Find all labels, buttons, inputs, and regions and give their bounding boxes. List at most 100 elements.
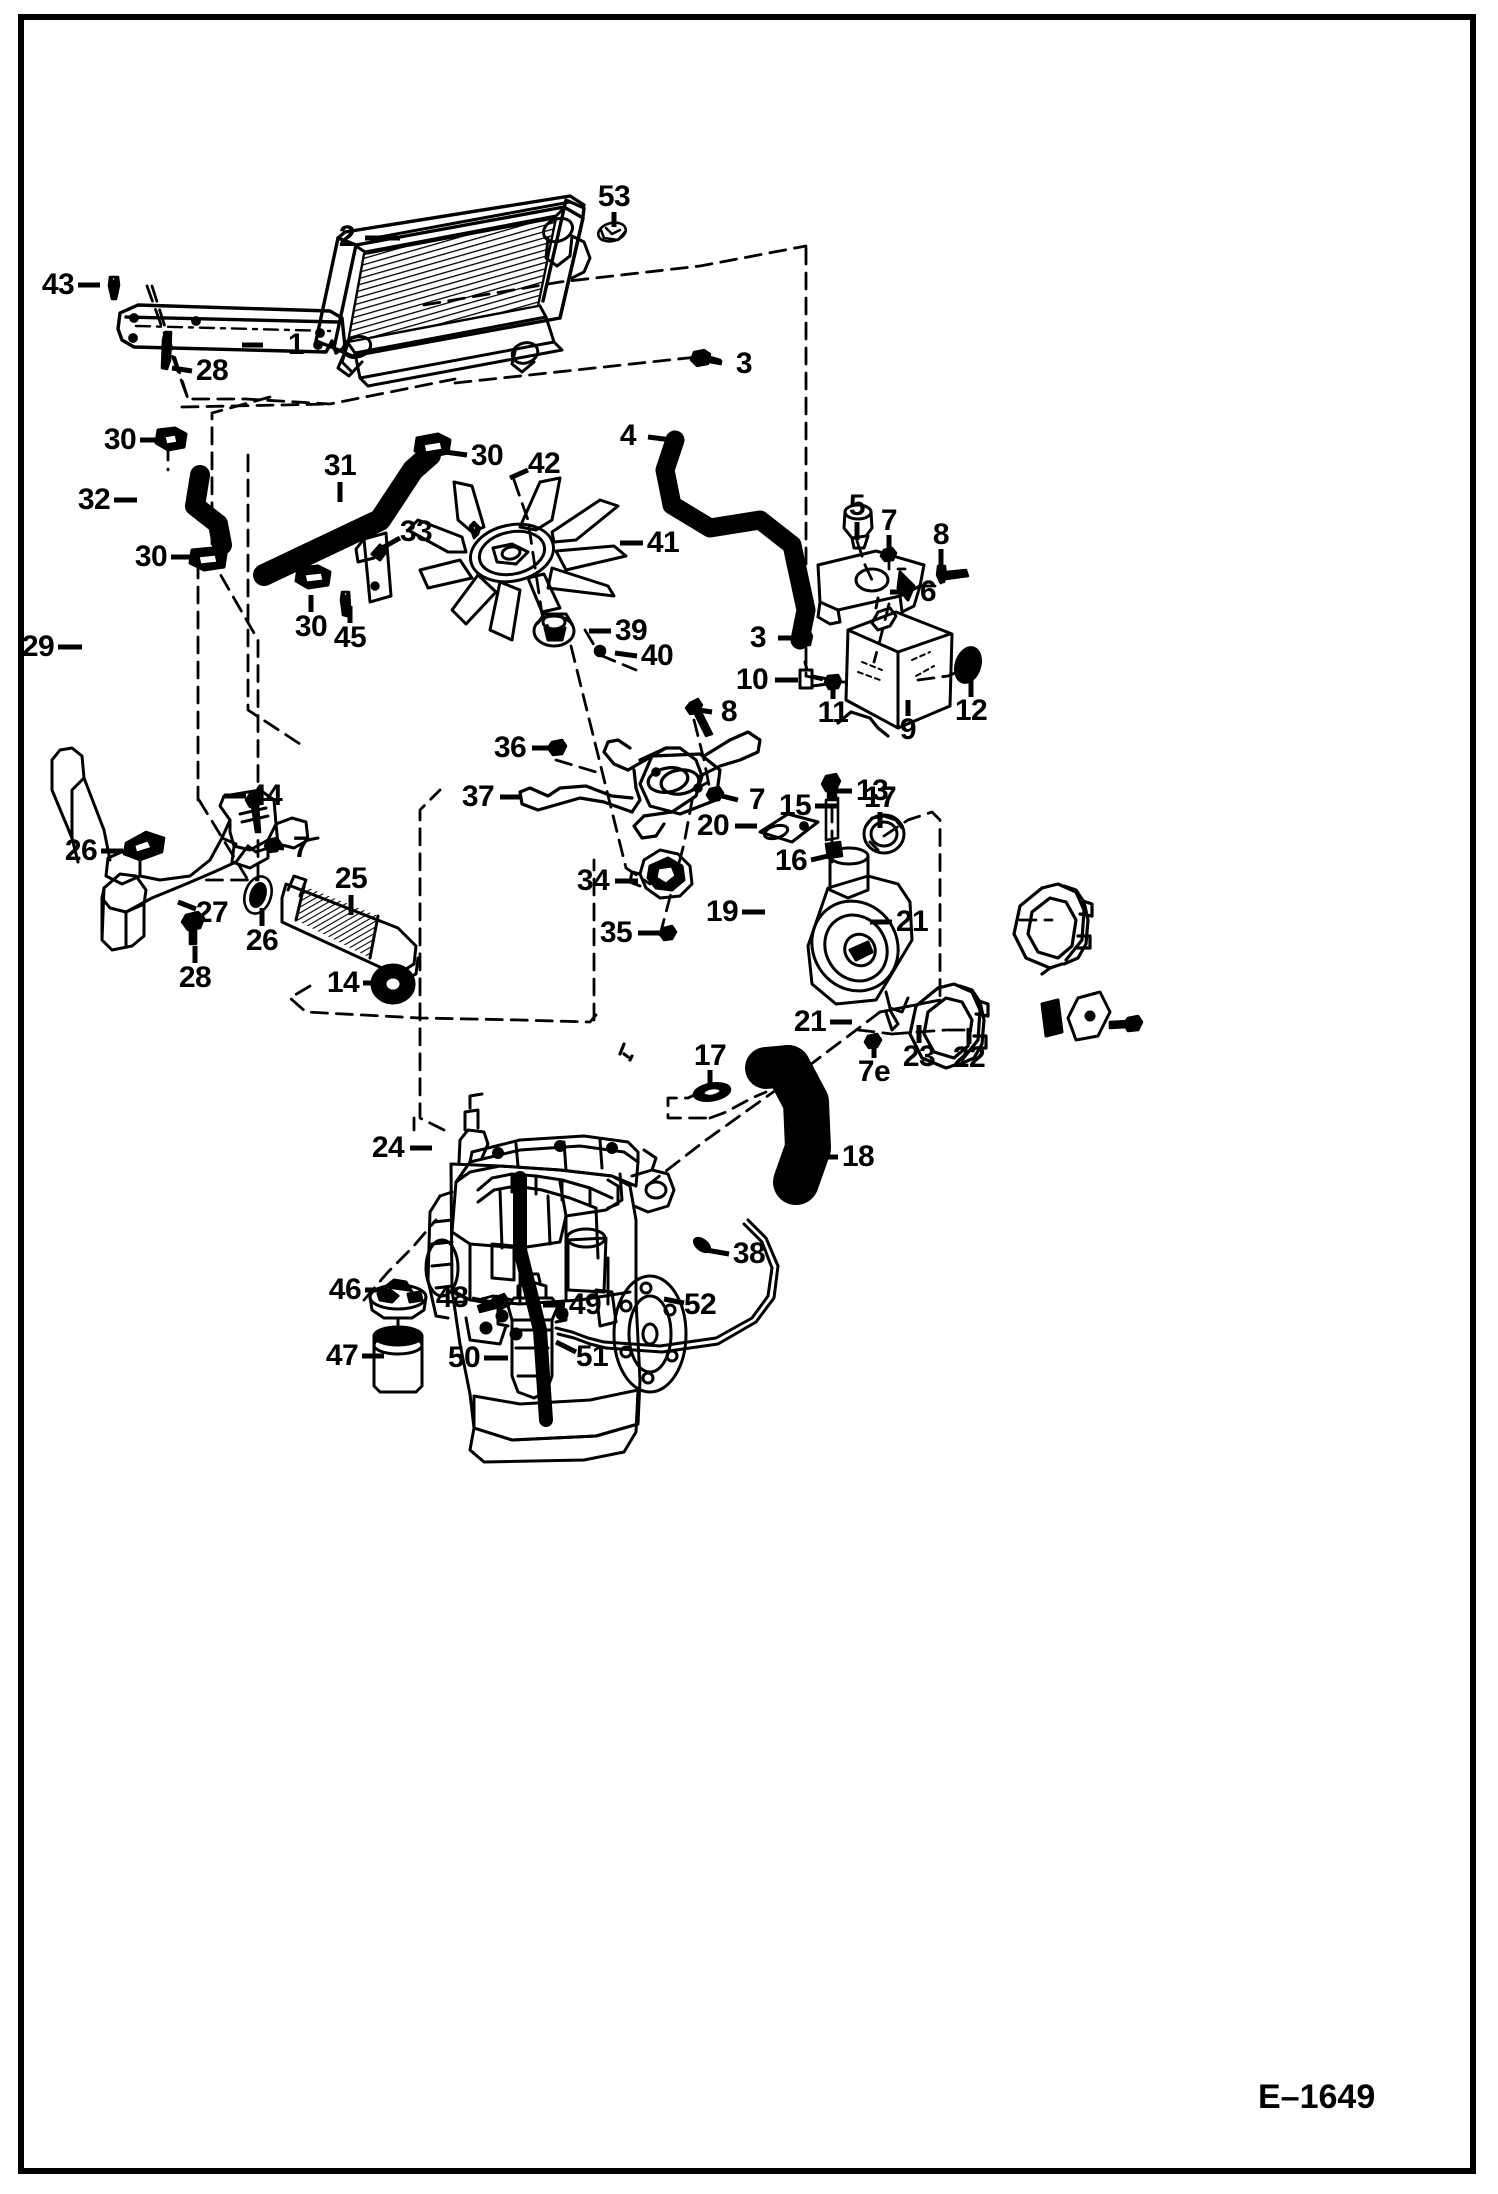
leader-hose-clamp (699, 356, 723, 366)
radiator-filler-neck (541, 216, 592, 280)
callout-nut: 7e (857, 1055, 891, 1088)
engine-oil-pan (468, 1388, 640, 1464)
bolt-40-shape (593, 644, 607, 658)
callout-tank-mounting-bracket: 6 (919, 575, 937, 608)
callout-nut: 7 (292, 831, 310, 864)
hose-clamp-30a-shape (154, 426, 188, 452)
callout-fan-bolt: 42 (527, 447, 561, 480)
callout-hose-clamp: 30 (294, 610, 328, 643)
leader-nut (717, 792, 739, 803)
callout-lower-radiator-hose: 31 (323, 449, 357, 482)
leader-bolt (171, 365, 193, 374)
callout-leader-lines (58, 212, 974, 1361)
exhaust-clamp-21b-shape (908, 982, 990, 1070)
engine-front-cover (424, 1190, 460, 1320)
callout-bolt: 43 (41, 268, 75, 301)
exhaust-outlet-hose-18-shape (765, 1045, 831, 1205)
tank-plug-12-shape (954, 646, 982, 684)
callout-bolt: 13 (855, 774, 889, 807)
callout-bolt: 48 (435, 1281, 469, 1314)
leader-hose-bracket (380, 535, 402, 551)
fan-bolt-42-shape (468, 520, 482, 540)
oil-filter-adapter-46-shape (368, 1278, 428, 1320)
heat-shield-plate-20-shape (758, 812, 820, 844)
callout-fan-shroud-bracket: 37 (461, 780, 495, 813)
figure-number: E–1649 (1258, 2078, 1376, 2116)
callout-hose-clamp: 30 (134, 540, 168, 573)
fuel-pump-49-shape (495, 1272, 569, 1400)
bolt-44-shape (244, 790, 264, 834)
leader-air-cleaner-tube (177, 899, 197, 912)
exhaust-gasket-17b-shape (692, 1082, 732, 1102)
bypass-hose-32-shape (185, 465, 232, 555)
exhaust-gasket-17a-shape (862, 813, 906, 855)
leader-bolt (471, 1296, 493, 1306)
hose-clamp-30c-shape (294, 564, 332, 590)
callout-air-intake-snorkel: 29 (21, 630, 55, 663)
callout-bolt: 8 (932, 518, 950, 551)
bolt-28-upper-shape (160, 330, 173, 371)
radiator-outlet-left (336, 335, 373, 378)
callout-bolt: 35 (599, 916, 633, 949)
callout-fuel-pump: 49 (568, 1288, 602, 1321)
callout-coolant-tank-cap: 5 (848, 489, 866, 522)
leader-fuel-line-fitting (554, 1339, 578, 1355)
callout-engine-oil-filter: 47 (325, 1339, 359, 1372)
upper-radiator-hose-4-shape (655, 430, 816, 650)
bolt-8a-shape (935, 564, 970, 584)
callout-tee-fitting: 10 (735, 663, 769, 696)
callout-exhaust-clamp: 21 (895, 905, 929, 938)
bolt-22-shape (1108, 1014, 1144, 1033)
fuel-line-52-shape (602, 1218, 780, 1354)
callout-hose-clamp: 3 (749, 621, 767, 654)
lower-radiator-hose-31-shape (253, 444, 441, 586)
mounting-tab-23-shape (1040, 998, 1064, 1038)
air-cleaner-tube-27-shape (100, 788, 278, 952)
callout-fuel-line-fitting: 51 (575, 1340, 609, 1373)
fan-pulley-hub-39-shape (532, 612, 576, 648)
callout-air-cleaner-tube: 27 (195, 896, 229, 929)
radiator-top-tank (354, 200, 572, 254)
callout-bolt: 40 (640, 639, 674, 672)
diagram-border-frame (18, 14, 1476, 2174)
exhaust-hose-elbow (745, 1045, 809, 1089)
callout-bolt: 8 (720, 695, 738, 728)
callout-nut: 7 (880, 504, 898, 537)
bolt-35-shape (658, 924, 678, 942)
water-pump-34-shape (628, 848, 694, 900)
radiator-cap-53-shape (596, 221, 628, 243)
callout-exhaust-clamp: 21 (793, 1005, 827, 1038)
callout-heat-shield-plate: 20 (696, 809, 730, 842)
callout-bolt: 22 (952, 1041, 986, 1074)
callout-spacer-tube: 15 (778, 789, 812, 822)
callout-exhaust-outlet-hose: 18 (841, 1140, 875, 1173)
callout-hose-clamp: 26 (245, 924, 279, 957)
hose-clamp-26a-shape (122, 830, 166, 862)
callout-radiator: 2 (338, 220, 356, 253)
fan-shroud-bracket-37-shape (518, 710, 890, 1062)
engine-accessories (464, 1178, 620, 1346)
callout-bolt: 45 (333, 621, 367, 654)
tank-mounting-bracket-6-shape (816, 549, 926, 626)
hose-clamp-11-shape (823, 673, 843, 691)
callout-air-intake-hose: 25 (334, 862, 368, 895)
callout-coolant-recovery-tank: 9 (899, 713, 917, 746)
leader-bolt (614, 650, 638, 659)
cooling-fan-41-shape (469, 522, 555, 584)
callout-radiator-mounting-channel: 1 (287, 328, 305, 361)
callout-oil-filter-adapter: 46 (328, 1273, 362, 1306)
engine-oil-filter-47-shape (372, 1316, 424, 1394)
callout-bolt: 36 (493, 731, 527, 764)
callout-hose-clamp: 3 (735, 347, 753, 380)
hose-grommet-14-shape (370, 963, 416, 1005)
bolt-8b-shape (684, 697, 714, 738)
exhaust-clamp-21a-shape (1012, 882, 1094, 976)
radiator-outlet-right (510, 341, 540, 374)
callout-water-pump: 34 (576, 864, 610, 897)
callout-upper-radiator-hose: 4 (619, 419, 637, 452)
engine-valve-cover-hardware (492, 1140, 618, 1159)
leader-bolt (691, 706, 713, 715)
leader-fan-bolt (508, 467, 530, 481)
callout-exhaust-inlet-pipe: 16 (774, 844, 808, 877)
